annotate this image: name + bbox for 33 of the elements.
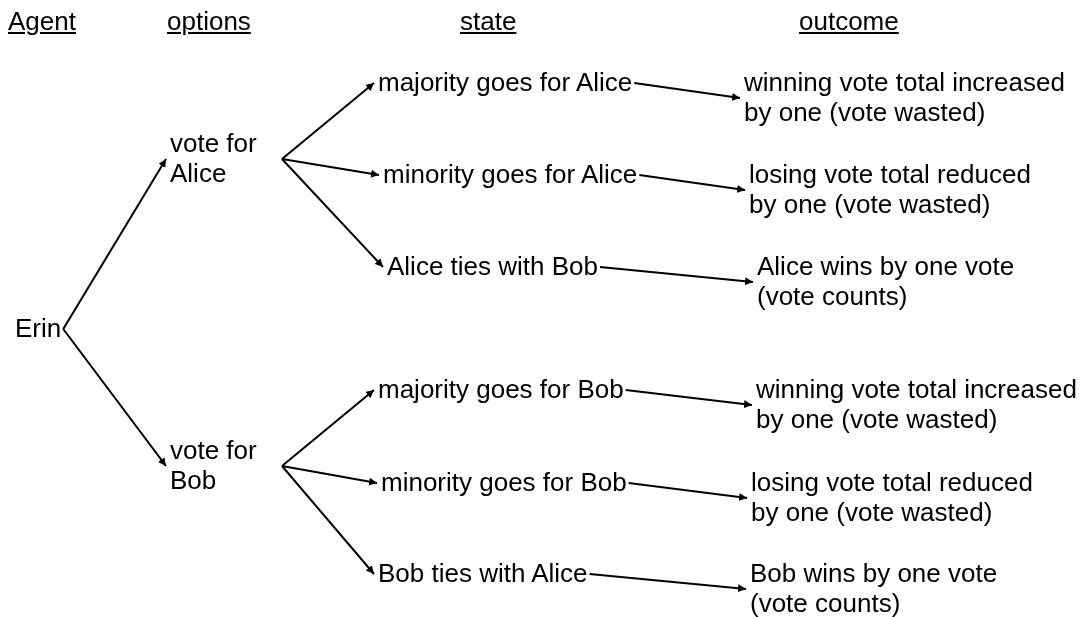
node-text: Bob ties with Alice <box>378 559 588 589</box>
node-text: losing vote total reduced by one (vote wasted) <box>749 160 1044 220</box>
arrow <box>627 482 748 501</box>
node-text: majority goes for Alice <box>378 68 633 98</box>
node-text: vote for Bob <box>170 436 280 496</box>
column-heading: options <box>167 7 251 37</box>
node-text: Alice wins by one vote (vote counts) <box>757 252 1032 312</box>
node-text: minority goes for Bob <box>381 468 627 498</box>
arrow <box>599 266 754 286</box>
node-text: winning vote total increased by one (vote wasted) <box>744 68 1084 128</box>
arrow <box>281 158 380 178</box>
column-heading: state <box>460 7 517 37</box>
arrow <box>588 573 747 593</box>
arrow <box>281 465 378 486</box>
node-text: winning vote total increased by one (vote wasted) <box>756 375 1090 435</box>
node-text: Alice ties with Bob <box>387 252 598 282</box>
arrow <box>281 82 375 160</box>
node-text: majority goes for Bob <box>378 375 624 405</box>
column-heading: Agent <box>8 7 76 37</box>
node-text: Erin <box>15 314 62 344</box>
node-text: losing vote total reduced by one (vote wasted) <box>751 468 1046 528</box>
arrow <box>638 174 746 193</box>
arrow <box>281 465 375 575</box>
arrow <box>281 158 384 268</box>
arrow <box>624 389 753 409</box>
column-heading: outcome <box>799 7 899 37</box>
arrow <box>62 328 167 467</box>
arrow <box>633 82 741 101</box>
node-text: minority goes for Alice <box>383 160 638 190</box>
arrow <box>62 158 167 330</box>
node-text: Bob wins by one vote (vote counts) <box>750 559 1025 617</box>
arrow <box>281 389 375 467</box>
node-text: vote for Alice <box>170 129 280 189</box>
